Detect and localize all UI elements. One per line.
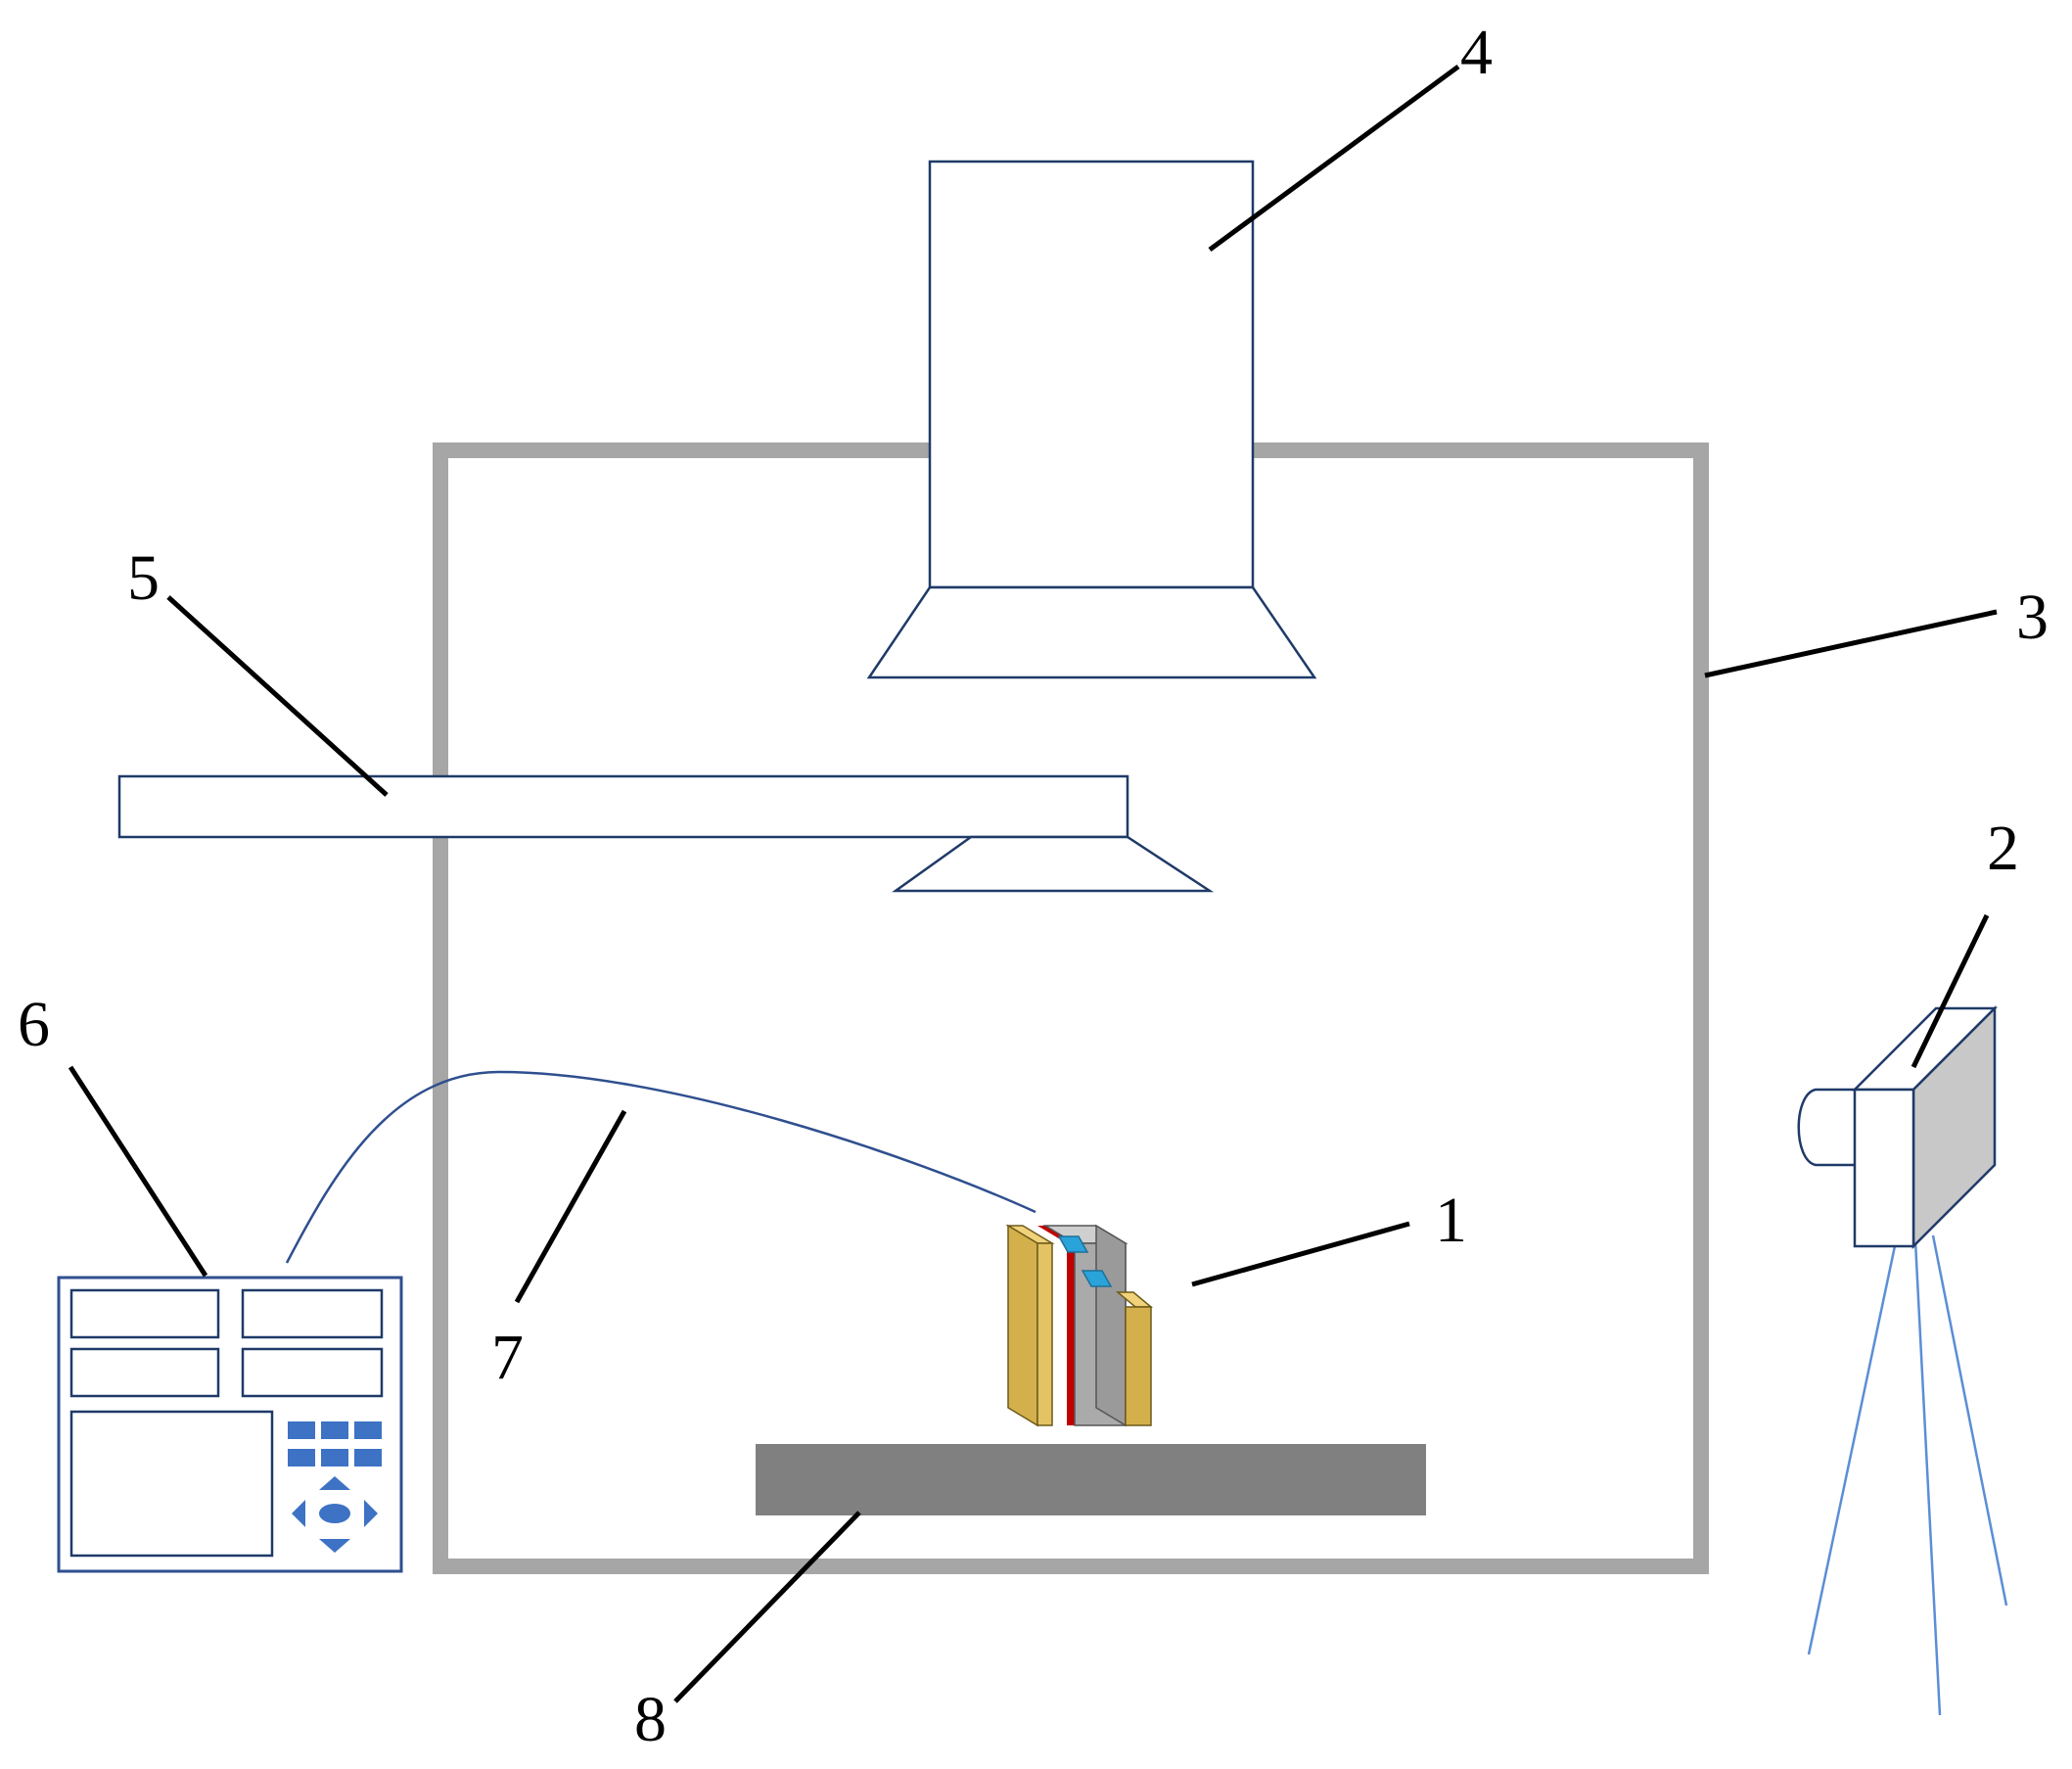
- sample-blue-tab-2: [1081, 1270, 1113, 1287]
- leader-line-1: [1191, 1221, 1410, 1287]
- keypad-key: [321, 1421, 348, 1439]
- callout-5: 5: [127, 542, 160, 614]
- callout-6: 6: [18, 989, 50, 1060]
- panel-display-1: [69, 1288, 220, 1339]
- sample-left-plate: [1007, 1224, 1038, 1427]
- callout-8: 8: [634, 1684, 667, 1755]
- callout-1: 1: [1435, 1185, 1467, 1256]
- arrow-right-icon: [364, 1500, 378, 1527]
- lamp-reflector: [866, 585, 1317, 679]
- panel-display-3: [69, 1347, 220, 1398]
- keypad-key: [288, 1449, 315, 1466]
- leader-line-5: [166, 595, 389, 797]
- sample-right-plate: [1125, 1306, 1152, 1426]
- leader-line-2: [1911, 913, 1990, 1069]
- arm-bar: [117, 774, 1129, 839]
- leader-line-7: [514, 1109, 627, 1304]
- leader-line-8: [673, 1511, 861, 1703]
- keypad-key: [288, 1421, 315, 1439]
- arrow-left-icon: [292, 1500, 305, 1527]
- arrow-up-icon: [319, 1476, 350, 1490]
- panel-display-4: [241, 1347, 384, 1398]
- keypad-center-button: [319, 1504, 350, 1523]
- callout-3: 3: [2016, 582, 2049, 653]
- panel-display-2: [241, 1288, 384, 1339]
- keypad-key: [354, 1421, 382, 1439]
- stage-platform: [756, 1444, 1426, 1515]
- arm-reflector: [892, 835, 1215, 893]
- keypad-key: [354, 1449, 382, 1466]
- light-guide-arm: [117, 774, 1215, 893]
- camera-on-tripod: [1797, 1004, 2008, 1716]
- lamp-body: [928, 160, 1255, 589]
- control-panel: [57, 1276, 403, 1573]
- leader-line-3: [1704, 609, 1998, 678]
- sample-core-side: [1095, 1224, 1127, 1427]
- arrow-down-icon: [319, 1539, 350, 1553]
- camera-lens: [1797, 1088, 1855, 1167]
- keypad: [288, 1421, 382, 1553]
- keypad-key: [321, 1449, 348, 1466]
- lamp-housing: [866, 160, 1317, 679]
- sample-blue-tab-1: [1057, 1235, 1089, 1253]
- tripod-leg-left: [1807, 1240, 1898, 1655]
- callout-7: 7: [491, 1322, 524, 1393]
- sample-left-face: [1036, 1242, 1053, 1426]
- sensor-cable: [285, 1070, 1036, 1264]
- camera-front: [1853, 1088, 1915, 1248]
- callout-4: 4: [1460, 17, 1493, 88]
- callout-2: 2: [1987, 813, 2019, 884]
- tripod-leg-center: [1913, 1240, 1942, 1716]
- leader-line-6: [68, 1065, 208, 1278]
- leader-line-4: [1208, 64, 1460, 253]
- panel-main-screen: [69, 1410, 274, 1558]
- tripod-leg-right: [1931, 1234, 2008, 1606]
- battery-sample: [1005, 1224, 1154, 1427]
